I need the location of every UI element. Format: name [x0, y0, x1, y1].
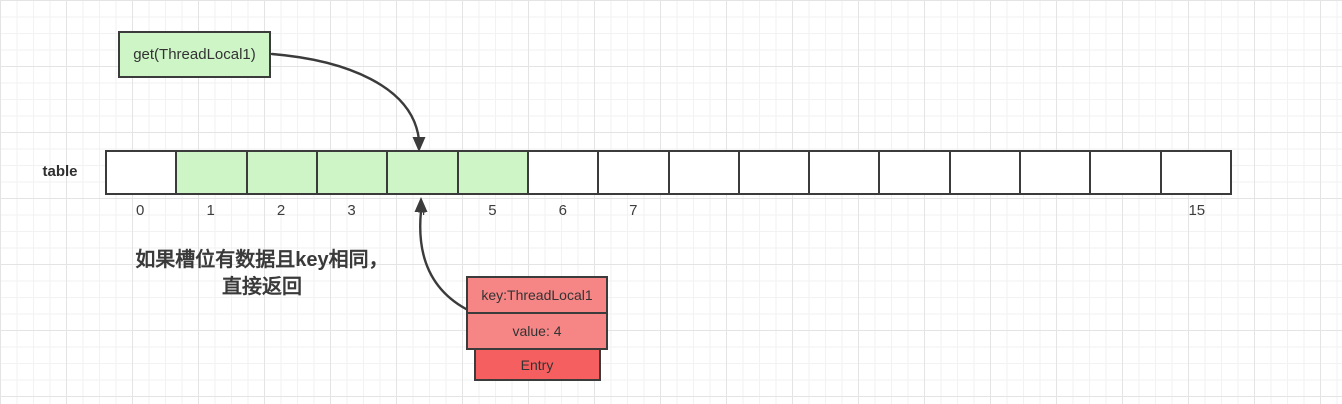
index-labels: 0 1 2 3 4 5 6 7 15: [105, 202, 1232, 219]
cell-index-label-11: [880, 202, 950, 219]
cell-index-label-3: 3: [347, 202, 356, 219]
table-cell-15: [1159, 150, 1232, 195]
table-cell-7: [597, 150, 670, 195]
table-label: table: [42, 163, 78, 180]
cell-index-label-10: [809, 202, 879, 219]
cell-index-label-5: 5: [488, 202, 497, 219]
table-cell-6: [526, 150, 600, 195]
table-array: [105, 150, 1232, 195]
table-cell-11: [878, 150, 951, 195]
table-cell-9: [737, 150, 811, 195]
cell-index-label-15: 15: [1188, 202, 1206, 219]
table-cell-4: [386, 150, 459, 195]
cell-index-label-4: 4: [417, 202, 427, 219]
cell-index-label-14: [1091, 202, 1161, 219]
entry-stack: key:ThreadLocal1 value: 4 Entry: [466, 276, 608, 381]
entry-type-box: Entry: [473, 348, 601, 381]
cell-index-label-12: [950, 202, 1020, 219]
cell-index-label-0: 0: [136, 202, 145, 219]
get-call-box: get(ThreadLocal1): [118, 31, 271, 78]
table-cell-8: [667, 150, 740, 195]
entry-value-box: value: 4: [466, 312, 608, 350]
cell-index-label-2: 2: [276, 202, 286, 219]
cell-index-label-13: [1021, 202, 1091, 219]
annotation-line1: 如果槽位有数据且key相同，: [135, 249, 389, 271]
table-cell-5: [456, 150, 529, 195]
cell-index-label-7: 7: [629, 202, 638, 219]
annotation-line2: 直接返回: [222, 276, 302, 298]
table-cell-10: [808, 150, 881, 195]
table-cell-14: [1089, 150, 1162, 195]
table-cell-12: [948, 150, 1022, 195]
arrow-get-to-slot4: [270, 52, 421, 142]
entry-key-box: key:ThreadLocal1: [466, 276, 608, 314]
table-cell-2: [245, 150, 318, 195]
table-cell-3: [315, 150, 389, 195]
cell-index-label-9: [739, 202, 809, 219]
cell-index-label-8: [669, 202, 739, 219]
table-cell-1: [175, 150, 248, 195]
cell-index-label-1: 1: [206, 202, 215, 219]
cell-index-label-6: 6: [558, 202, 568, 219]
annotation-text: 如果槽位有数据且key相同， 直接返回: [112, 247, 412, 301]
table-cell-13: [1019, 150, 1092, 195]
arrow-entry-to-slot4: [419, 209, 468, 311]
table-cell-0: [105, 150, 178, 195]
